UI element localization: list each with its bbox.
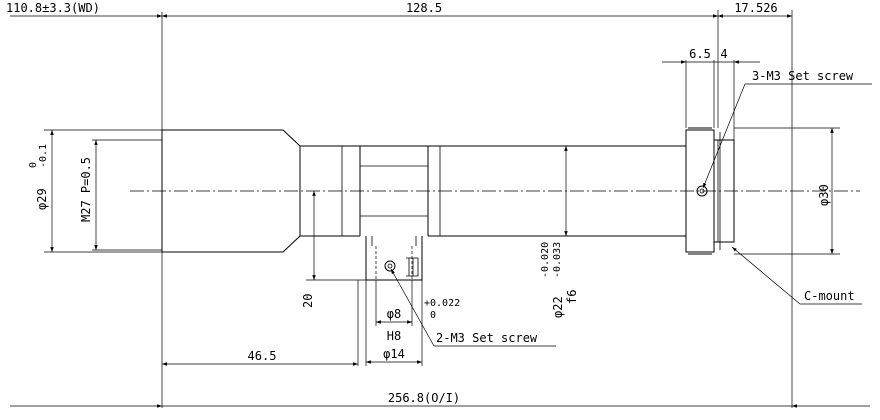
lens-body-outline [161, 127, 735, 281]
dim-bore-dia: φ8 [387, 307, 401, 321]
bottom-dimensions [10, 252, 870, 408]
dim-boss-dia: φ14 [383, 347, 405, 361]
dim-height-20: 20 [301, 294, 315, 308]
dim-shaft-tol-upper: -0.020 [540, 242, 551, 278]
dim-body-length: 128.5 [406, 1, 442, 15]
dim-total-length: 256.8(O/I) [388, 391, 460, 405]
dim-offset-46-5: 46.5 [248, 349, 277, 363]
dim-bore-tol-upper: +0.022 [424, 298, 460, 309]
dim-front-tol-upper: 0 [28, 162, 39, 168]
dim-front-dia: φ29 [35, 188, 49, 210]
callout-bottom-set-screw: 2-M3 Set screw [436, 331, 538, 345]
callout-top-set-screw: 3-M3 Set screw [752, 69, 854, 83]
top-dimensions [10, 10, 793, 408]
height-20-dim [306, 191, 366, 281]
dim-shaft-fit: f6 [565, 290, 579, 304]
dim-groove-b: 4 [720, 47, 727, 61]
dim-working-distance: 110.8±3.3(WD) [6, 1, 100, 15]
dim-mount-dia: φ30 [817, 184, 831, 206]
top-set-screw-leader [702, 83, 872, 189]
c-mount-leader [731, 246, 862, 305]
dim-bore-tol-lower: 0 [430, 310, 436, 321]
bottom-set-screw-leader [390, 268, 556, 347]
mount-diameter-dim [734, 127, 840, 255]
callout-c-mount: C-mount [804, 289, 855, 303]
dim-front-tol-lower: -0.1 [38, 144, 49, 168]
dim-bore-fit: H8 [387, 329, 401, 343]
dim-shaft-dia: φ22 [551, 296, 565, 318]
dim-shaft-tol-lower: -0.033 [552, 242, 563, 278]
dim-groove-a: 6.5 [689, 47, 711, 61]
set-screw-rear [696, 185, 708, 197]
front-diameter-dims [44, 129, 162, 253]
dim-flange-length: 17.526 [734, 1, 777, 15]
set-screw-boss [384, 260, 396, 272]
dim-front-thread: M27 P=0.5 [79, 157, 93, 222]
